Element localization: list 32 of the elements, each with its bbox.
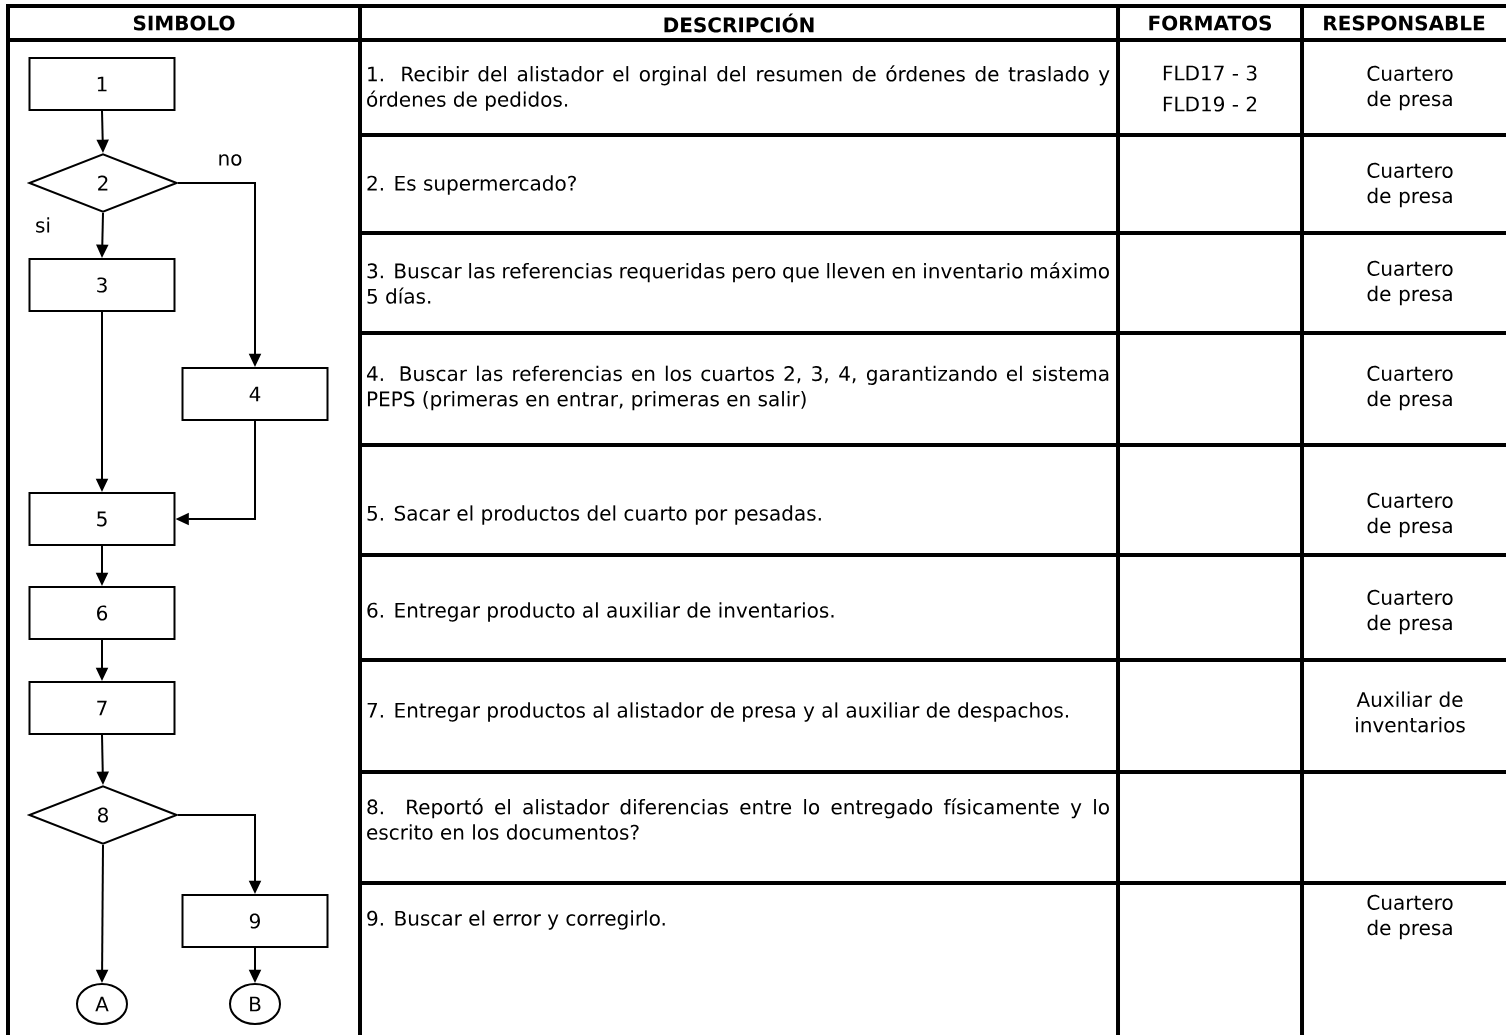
process-box: 5: [28, 492, 176, 546]
step-description: 9. Buscar el error y corregirlo.: [367, 910, 665, 930]
process-box: 4: [181, 367, 329, 421]
form-code: FLD17 - 3: [1163, 65, 1257, 81]
process-box: 1: [28, 57, 176, 111]
step-description: 2. Es supermercado?: [367, 175, 576, 195]
step-description: 1. Recibir del alistador el orginal del resumen de órdenes de traslado y órdenes de pedidos.: [367, 65, 1110, 111]
column-header: DESCRIPCIÓN: [664, 13, 814, 33]
step-description: 4. Buscar las referencias en los cuartos 2, 3, 4, garantizando el sistema PEPS (primeras en entrar, primeras en salir): [367, 365, 1109, 411]
step-description: 8. Reportó el alistador diferencias entre lo entregado físicamente y lo escrito en los documentos?: [367, 798, 1109, 840]
responsible-role: Cuartero de presa: [1367, 365, 1453, 411]
step-description: 6. Entregar producto al auxiliar de inventarios.: [367, 602, 834, 622]
column-header: FORMATOS: [1149, 15, 1272, 31]
column-header: RESPONSABLE: [1324, 15, 1485, 31]
step-description: 3. Buscar las referencias requeridas pero que lleven en inventario máximo 5 días.: [367, 262, 1109, 304]
step-description: 5. Sacar el productos del cuarto por pesadas.: [367, 505, 821, 525]
responsible-role: Cuartero de presa: [1367, 894, 1453, 940]
responsible-role: Cuartero de presa: [1367, 162, 1453, 208]
edge-label: si: [33, 215, 53, 235]
process-box: 9: [181, 894, 329, 948]
step-description: 7. Entregar productos al alistador de presa y al auxiliar de despachos.: [367, 702, 1068, 722]
responsible-role: Cuartero de presa: [1367, 589, 1453, 635]
process-box: 3: [28, 258, 176, 312]
edge-label: no: [216, 152, 244, 168]
form-code: FLD19 - 2: [1163, 96, 1257, 112]
process-box: 7: [28, 681, 176, 735]
column-header: SIMBOLO: [133, 15, 235, 31]
responsible-role: Cuartero de presa: [1367, 260, 1453, 306]
responsible-role: Cuartero de presa: [1367, 65, 1453, 111]
responsible-role: Auxiliar de inventarios: [1356, 691, 1465, 733]
process-box: 6: [28, 586, 176, 640]
responsible-role: Cuartero de presa: [1367, 492, 1453, 538]
